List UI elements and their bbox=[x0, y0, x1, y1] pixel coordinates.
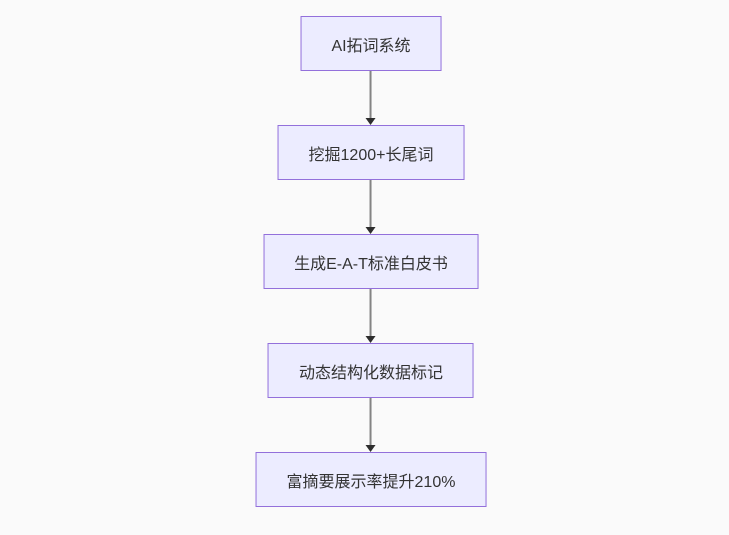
arrow-down-icon bbox=[366, 336, 376, 343]
flow-edge-2 bbox=[366, 180, 376, 234]
flow-node-label: 生成E-A-T标准白皮书 bbox=[294, 255, 448, 273]
flow-edge-1 bbox=[366, 71, 376, 125]
flow-edge-3 bbox=[366, 289, 376, 343]
arrow-down-icon bbox=[366, 445, 376, 452]
flow-node-ai-word-system: AI拓词系统 bbox=[300, 16, 442, 71]
flow-node-label: 挖掘1200+长尾词 bbox=[308, 146, 434, 164]
flow-node-label: AI拓词系统 bbox=[331, 37, 411, 55]
flow-node-rich-snippet-result: 富摘要展示率提升210% bbox=[255, 452, 487, 507]
flow-node-eat-whitepaper: 生成E-A-T标准白皮书 bbox=[263, 234, 479, 289]
flowchart: AI拓词系统 挖掘1200+长尾词 生成E-A-T标准白皮书 动态结构化数据标记… bbox=[255, 16, 487, 507]
arrow-down-icon bbox=[366, 118, 376, 125]
flow-node-structured-data: 动态结构化数据标记 bbox=[267, 343, 474, 398]
arrow-down-icon bbox=[366, 227, 376, 234]
edge-line bbox=[370, 180, 372, 227]
flow-node-label: 动态结构化数据标记 bbox=[298, 364, 443, 382]
flow-edge-4 bbox=[366, 398, 376, 452]
flow-node-label: 富摘要展示率提升210% bbox=[286, 473, 456, 491]
edge-line bbox=[370, 398, 372, 445]
flow-node-longtail-mining: 挖掘1200+长尾词 bbox=[277, 125, 465, 180]
edge-line bbox=[370, 289, 372, 336]
edge-line bbox=[370, 71, 372, 118]
